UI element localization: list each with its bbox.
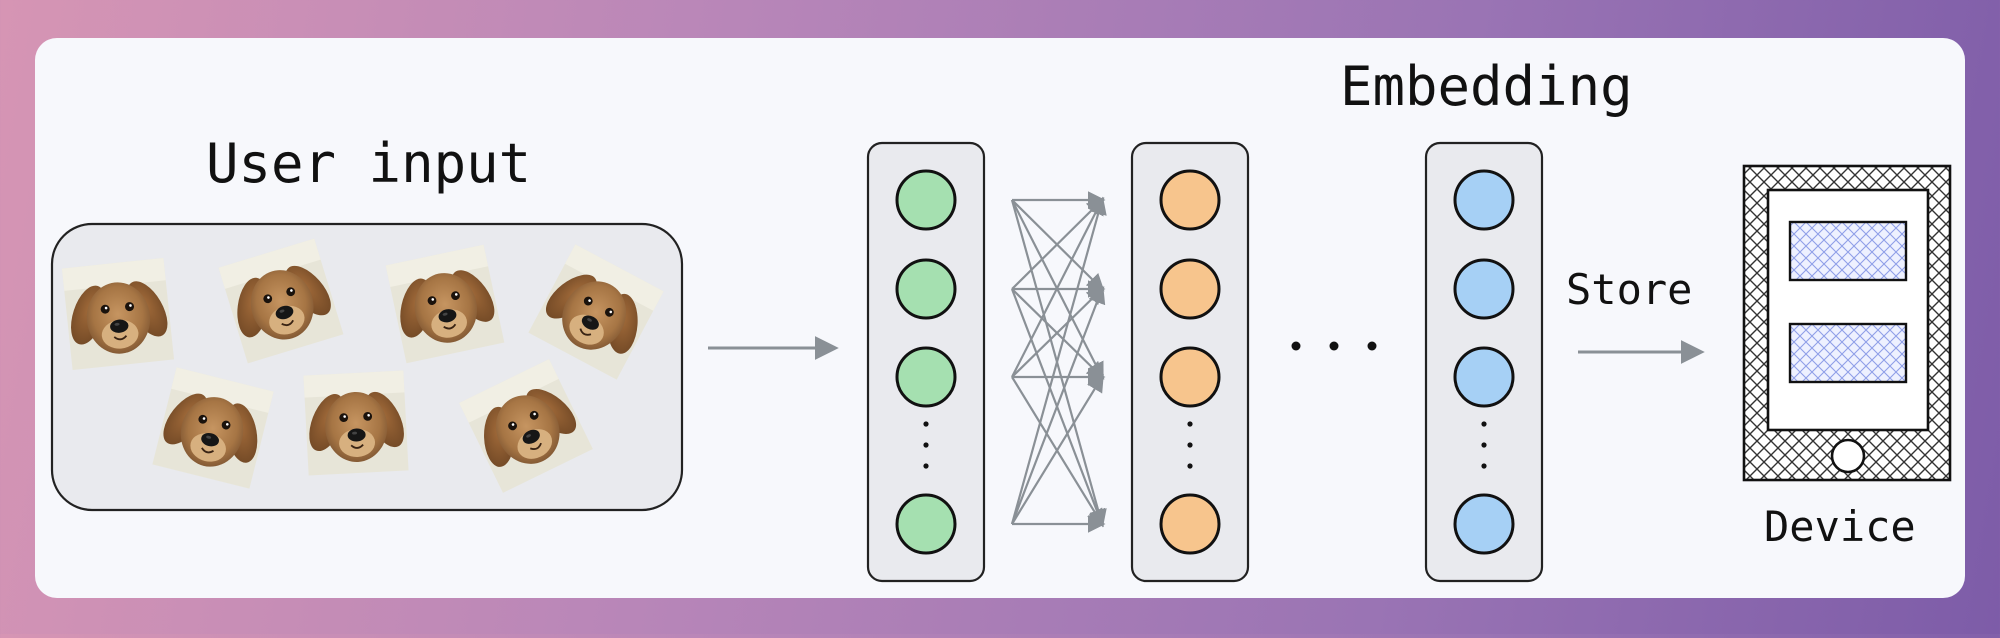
layer-1-dot-2: [923, 442, 929, 448]
layer-3-node-3: [1453, 346, 1515, 408]
layer-3-node-2: [1453, 258, 1515, 320]
layer-2-node-3: [1159, 346, 1221, 408]
layer-1-node-4: [895, 493, 957, 555]
ellipsis-dots: [1291, 341, 1377, 351]
layer-3-dot-2: [1481, 442, 1487, 448]
layer-1-node-3: [895, 346, 957, 408]
device-icon: [1742, 164, 1952, 482]
layer-connections: [1010, 191, 1107, 533]
layer-2-node-2: [1159, 258, 1221, 320]
dog-image-6: [297, 369, 415, 477]
layer-3-node-4: [1453, 493, 1515, 555]
store-label: Store: [1566, 265, 1693, 314]
device-label: Device: [1764, 502, 1916, 551]
user-input-label: User input: [206, 132, 532, 195]
layer-1-node-1: [895, 169, 957, 231]
layer-2-dot-2: [1187, 442, 1193, 448]
layer-2-dot-3: [1187, 463, 1193, 469]
layer-3-dot-1: [1481, 421, 1487, 427]
layer-3-node-1: [1453, 169, 1515, 231]
layer-3-dot-3: [1481, 463, 1487, 469]
dog-image-1: [56, 256, 180, 372]
layer-1-node-2: [895, 258, 957, 320]
layer-2-node-4: [1159, 493, 1221, 555]
layer-1-dot-3: [923, 463, 929, 469]
layer-2-node-1: [1159, 169, 1221, 231]
layer-1-dot-1: [923, 421, 929, 427]
layer-2-dot-1: [1187, 421, 1193, 427]
embedding-label: Embedding: [1340, 55, 1633, 118]
